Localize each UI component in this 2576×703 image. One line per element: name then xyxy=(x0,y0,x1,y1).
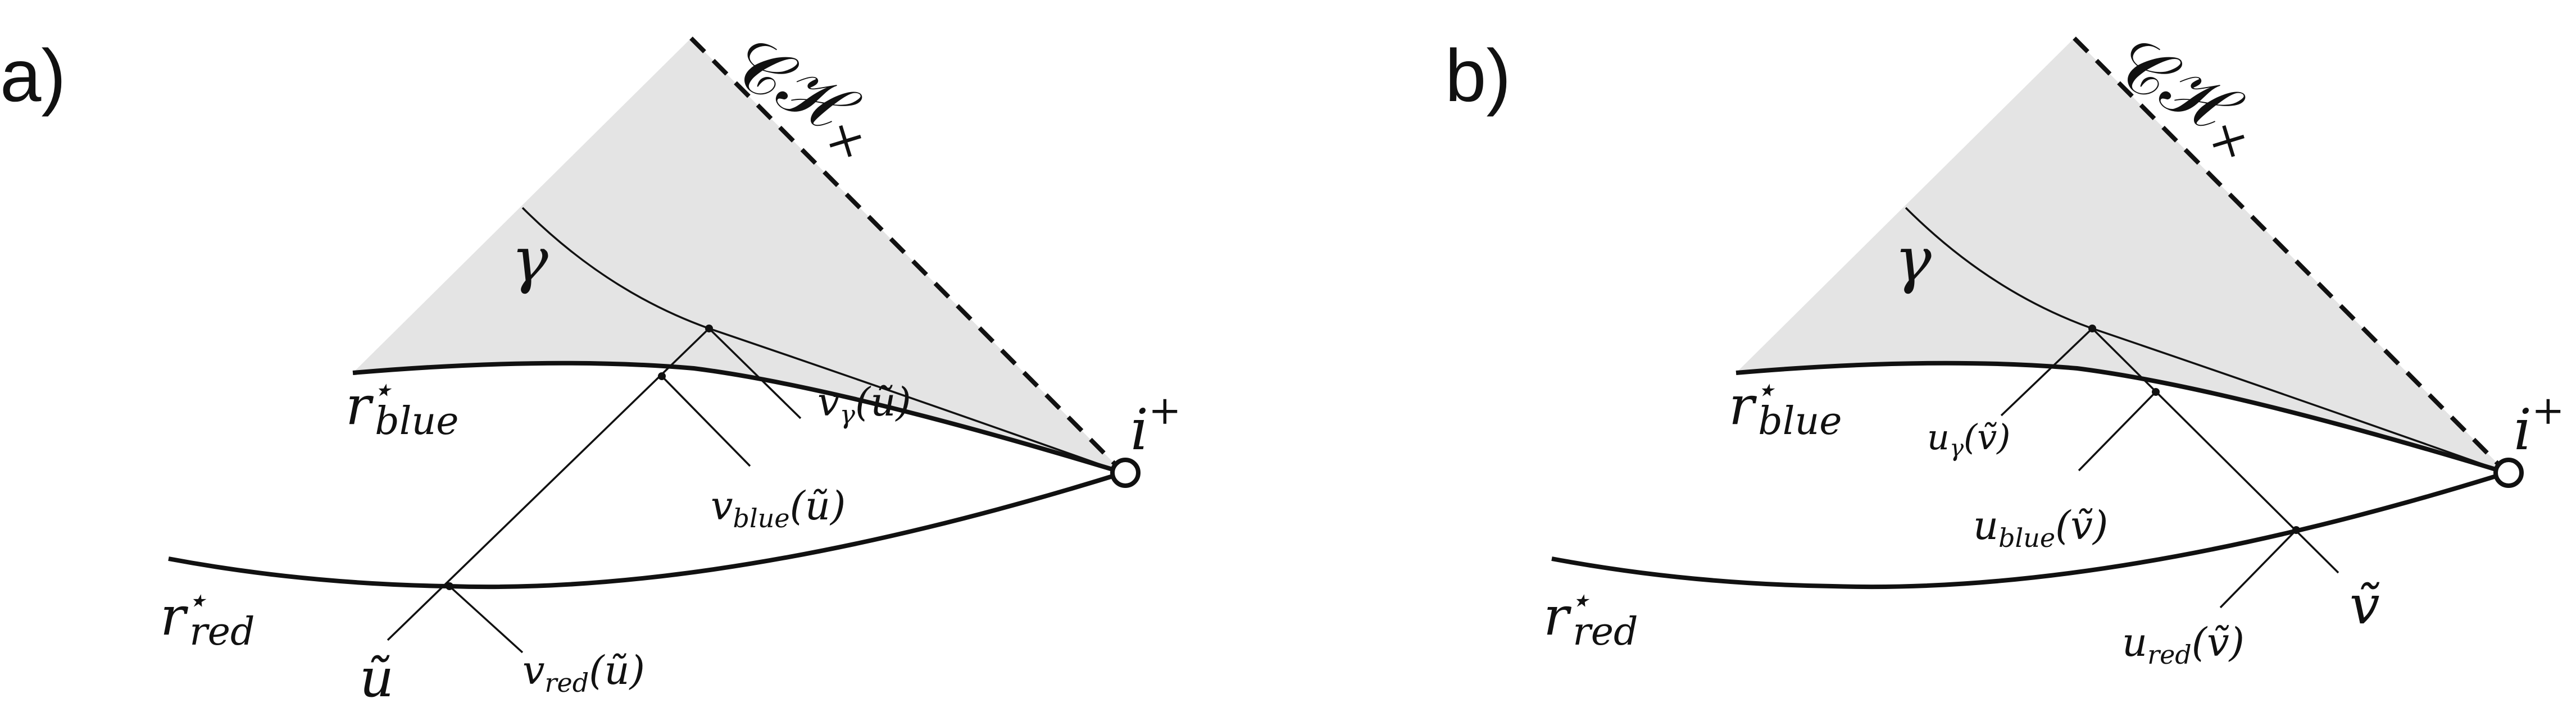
panel-a-i-plus-point xyxy=(1110,458,1141,488)
panel-b-u-red-label: ured(ṽ) xyxy=(2122,619,2245,670)
panel-b-r-red-label: r⋆red xyxy=(1543,579,1638,654)
panel-a-cauchy-horizon xyxy=(689,36,1125,474)
panel-a-r-blue-label: r⋆blue xyxy=(346,369,459,444)
panel-b-u-gamma-label: uγ(ṽ) xyxy=(1927,417,2010,462)
panel-a-v-red-label: vred(ũ) xyxy=(523,647,645,698)
panel-b-i-plus-point xyxy=(2493,458,2524,488)
panel-b-i-plus-label: i+ xyxy=(2514,387,2565,463)
panel-a-v-gamma-label: vγ(ũ) xyxy=(817,379,911,430)
panel-b-r-blue-label: r⋆blue xyxy=(1729,369,1842,444)
panel-b-v-tilde-label: ṽ xyxy=(2350,574,2380,636)
panel-b-gamma-label: γ xyxy=(1894,223,1932,295)
panel-a-v-blue-label: vblue(ũ) xyxy=(711,483,846,533)
panel-a-gamma-intersection-dot xyxy=(705,325,713,332)
panel-a-label: a) xyxy=(0,34,66,117)
panel-a: a) 𝒞ℋ× γ r⋆blue r xyxy=(0,21,1182,703)
panel-a-v-red-line xyxy=(448,585,524,654)
panel-a-r-blue-curve xyxy=(352,360,1125,475)
panel-b-gamma-curve xyxy=(1905,207,2507,474)
panel-b: b) 𝒞ℋ× γ r⋆blue r⋆red i+ ṽ xyxy=(1445,21,2565,670)
panel-a-r-red-label: r⋆red xyxy=(160,579,255,654)
panel-b-label: b) xyxy=(1445,34,1511,117)
panel-b-shaded-region xyxy=(1736,38,2507,473)
panel-b-red-intersection-dot xyxy=(2292,526,2300,534)
panel-b-u-blue-label: ublue(ṽ) xyxy=(1973,503,2108,553)
panel-a-null-line-u xyxy=(387,327,710,641)
panel-a-i-plus-label: i+ xyxy=(1130,387,1182,463)
panel-a-red-intersection-dot xyxy=(446,582,453,590)
panel-a-r-red-curve xyxy=(168,471,1125,590)
panel-a-u-tilde-label: ũ xyxy=(360,647,394,703)
panel-b-u-blue-line xyxy=(2078,391,2157,472)
panel-a-v-blue-line xyxy=(661,375,751,467)
panel-b-blue-intersection-dot xyxy=(2152,388,2160,396)
panel-a-v-gamma-line xyxy=(708,327,802,419)
panel-b-r-red-curve xyxy=(1551,471,2508,590)
panel-b-u-gamma-line xyxy=(2000,327,2093,417)
panel-b-u-red-line xyxy=(2219,529,2297,609)
panel-a-gamma-label: γ xyxy=(511,223,548,295)
panel-b-r-blue-curve xyxy=(1735,360,2508,475)
panel-a-shaded-region xyxy=(353,38,1124,473)
panel-b-cauchy-horizon xyxy=(2073,36,2509,474)
panel-b-gamma-intersection-dot xyxy=(2088,325,2096,332)
panel-a-gamma-curve xyxy=(521,207,1124,474)
panel-a-blue-intersection-dot xyxy=(658,372,666,380)
